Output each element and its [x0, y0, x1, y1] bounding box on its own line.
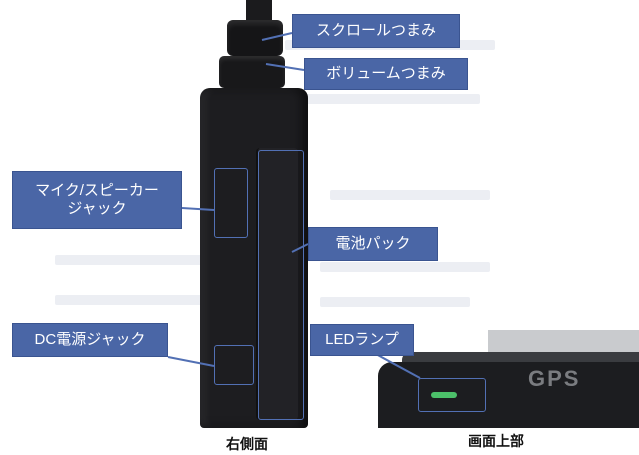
right-side-caption: 右側面: [226, 436, 268, 452]
scroll-knob-label: スクロールつまみ: [292, 14, 460, 48]
battery-highlight: [258, 150, 304, 420]
background-text-block: [330, 190, 490, 200]
gps-logo: GPS: [528, 366, 581, 391]
led-lamp-label: LEDランプ: [310, 324, 414, 356]
dc-power-jack-label: DC電源ジャック: [12, 323, 168, 357]
battery-pack-label: 電池パック: [308, 227, 438, 261]
dc-jack-highlight: [214, 345, 254, 385]
background-text-block: [55, 295, 235, 305]
background-text-block: [320, 262, 490, 272]
volume-knob: [219, 56, 285, 88]
background-text-block: [320, 297, 470, 307]
background-text-block: [300, 94, 480, 104]
battery-pack: [256, 148, 298, 420]
background-text-block: [55, 255, 225, 265]
mic-speaker-jack-label: マイク/スピーカー ジャック: [12, 171, 182, 229]
volume-knob-label: ボリュームつまみ: [304, 58, 468, 90]
mic-speaker-jack-highlight: [214, 168, 248, 238]
antenna: [246, 0, 272, 22]
led-lamp-highlight: [418, 378, 486, 412]
led-lamp: [431, 392, 457, 398]
top-side-caption: 画面上部: [468, 433, 524, 449]
top-view-device: [378, 362, 639, 428]
